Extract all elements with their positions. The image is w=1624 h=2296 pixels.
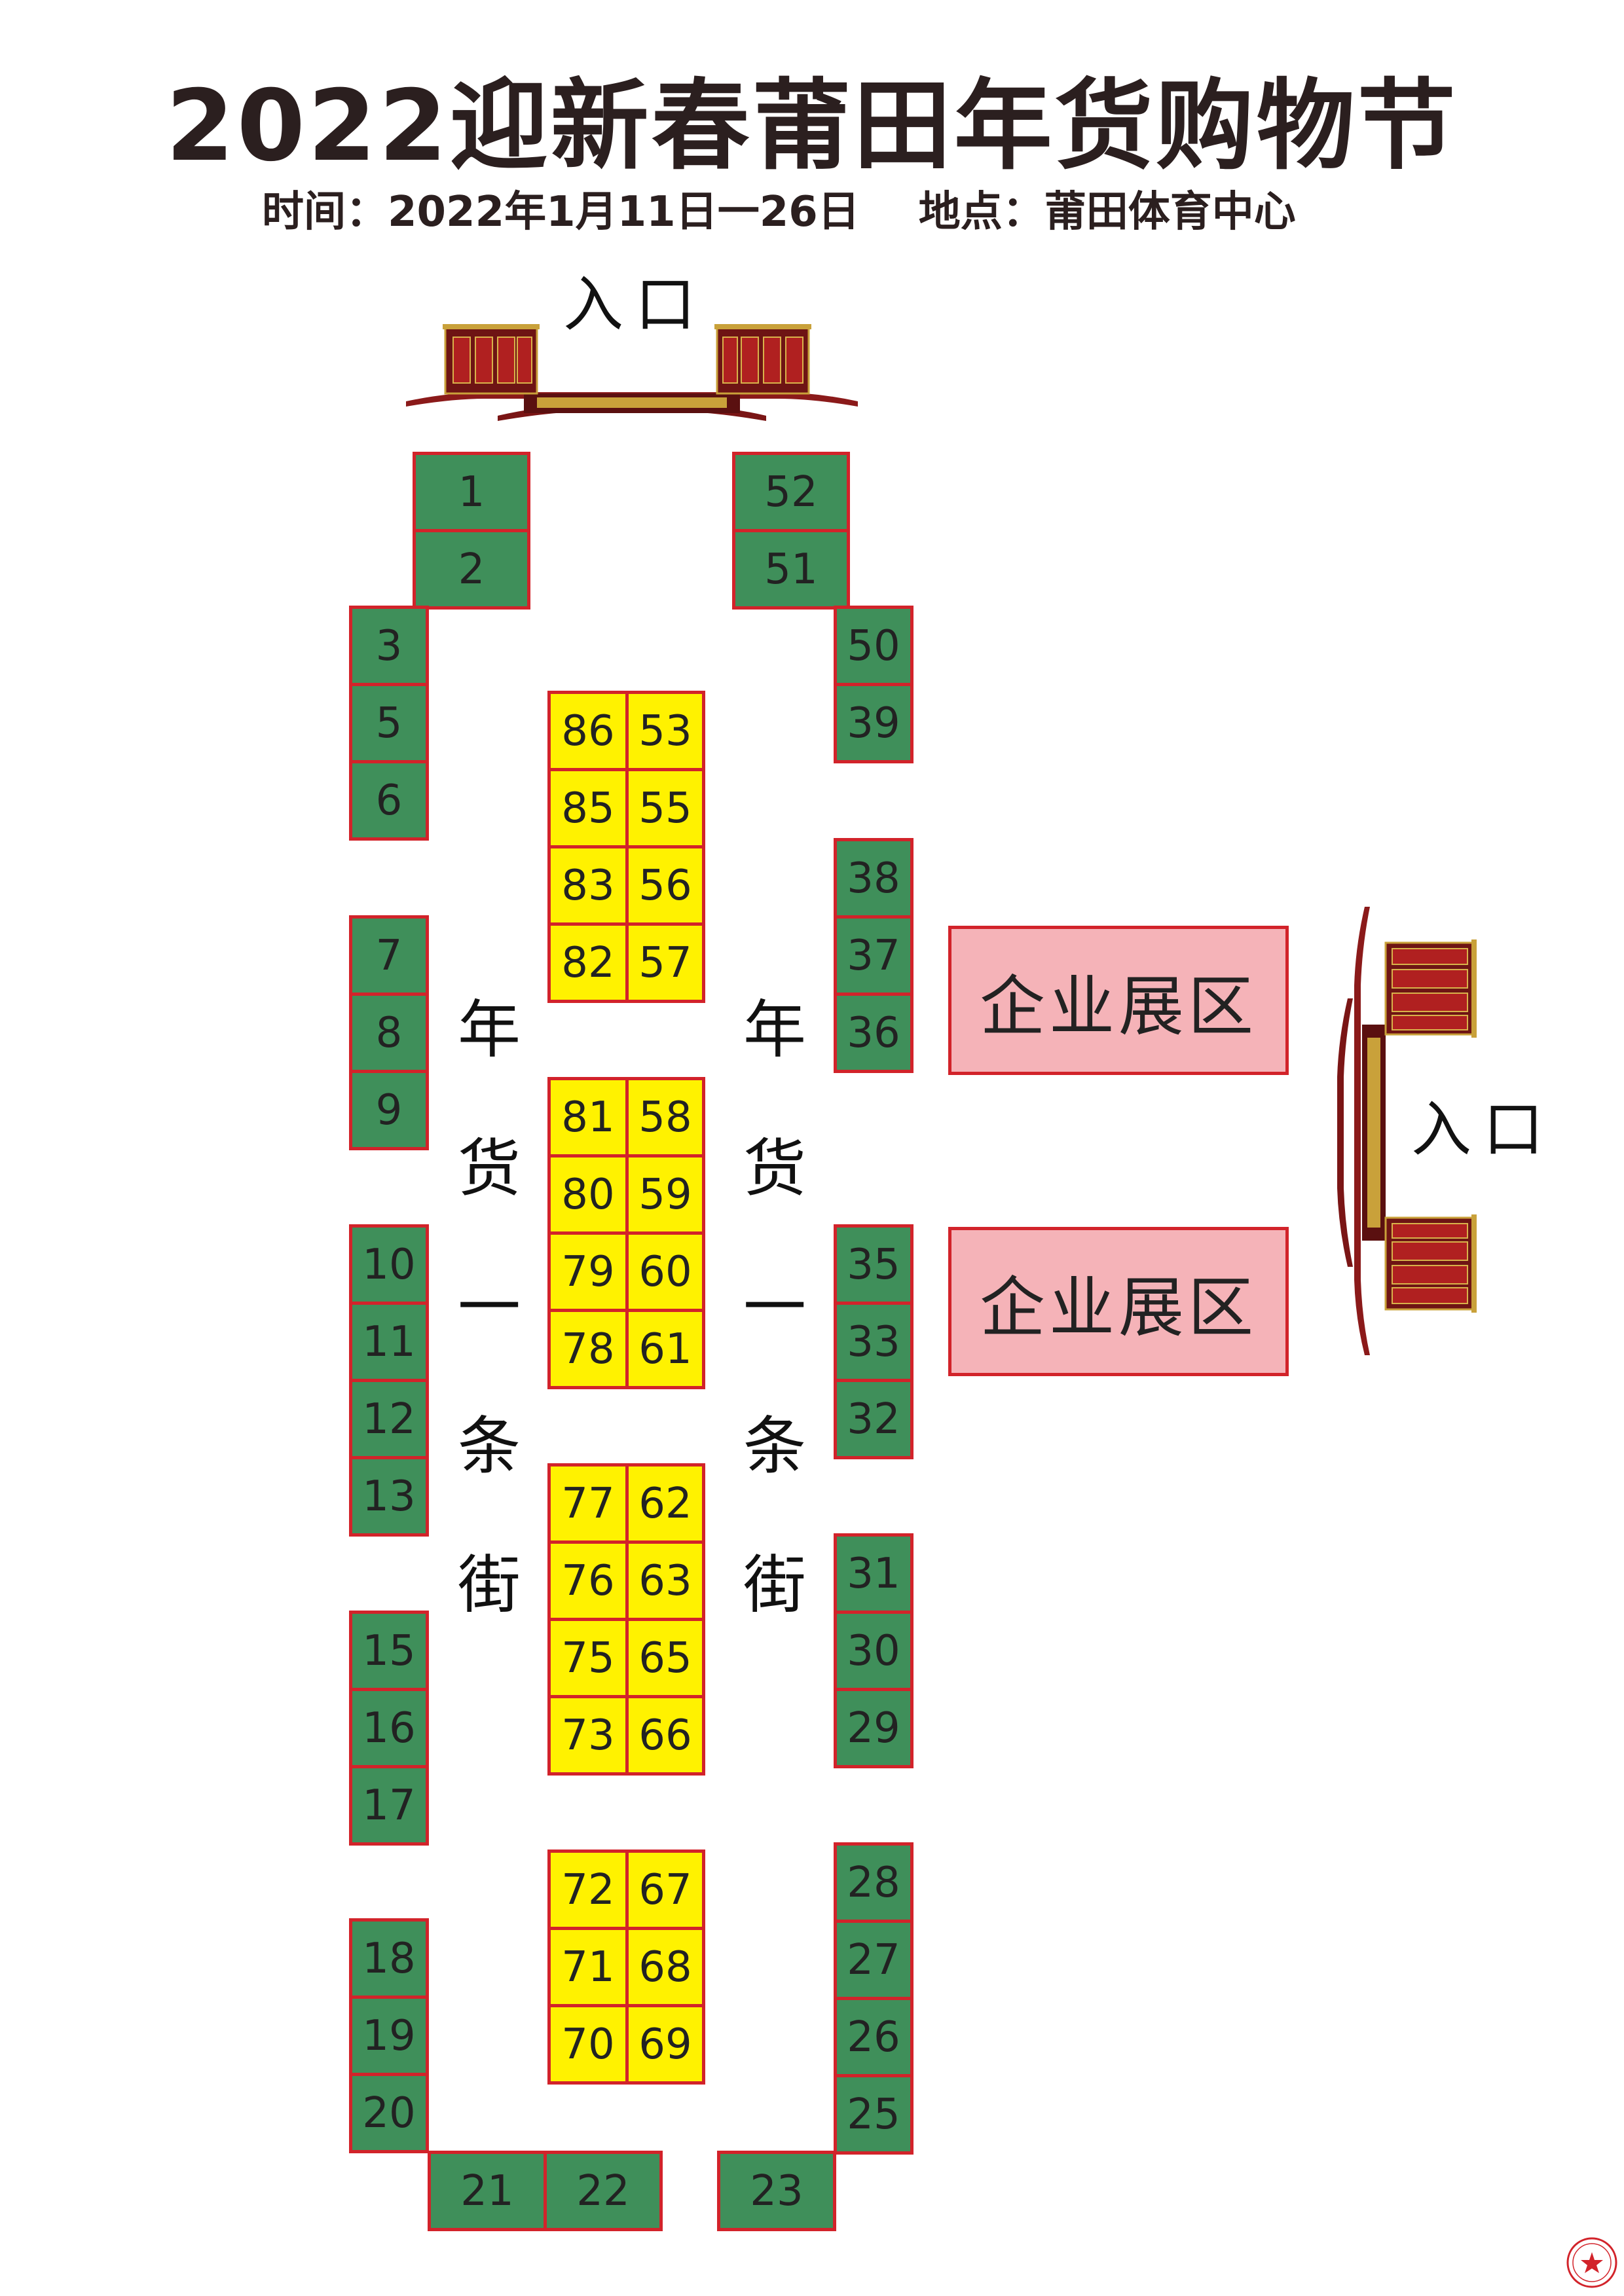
booth-28: 28	[834, 1842, 913, 1923]
booth-55: 55	[625, 768, 705, 848]
booth-63: 63	[625, 1540, 705, 1621]
booth-59: 59	[625, 1154, 705, 1235]
booth-5: 5	[349, 683, 429, 763]
booth-72: 72	[547, 1850, 629, 1930]
street-char: 一	[458, 1271, 521, 1344]
booth-80: 80	[547, 1154, 629, 1235]
booth-36: 36	[834, 993, 913, 1073]
booth-69: 69	[625, 2004, 705, 2085]
page-title: 2022迎新春莆田年货购物节	[166, 69, 1458, 183]
booth-75: 75	[547, 1618, 629, 1698]
booth-17: 17	[349, 1765, 429, 1846]
street-char: 街	[743, 1548, 806, 1622]
booth-32: 32	[834, 1379, 913, 1459]
street-char: 年	[743, 993, 806, 1066]
booth-8: 8	[349, 993, 429, 1073]
entrance-label-right: 入口	[1411, 1095, 1556, 1165]
booth-30: 30	[834, 1611, 913, 1691]
booth-20: 20	[349, 2073, 429, 2153]
street-label-left: 年 货 一 条 街	[453, 998, 525, 1692]
booth-1: 1	[413, 452, 530, 532]
street-label-right: 年 货 一 条 街	[739, 998, 811, 1692]
street-char: 条	[743, 1410, 806, 1483]
booth-73: 73	[547, 1695, 629, 1776]
booth-9: 9	[349, 1070, 429, 1150]
booth-62: 62	[625, 1463, 705, 1544]
booth-2: 2	[413, 529, 530, 610]
booth-6: 6	[349, 760, 429, 841]
red-star-stamp-icon	[1566, 2237, 1617, 2288]
booth-12: 12	[349, 1379, 429, 1459]
booth-86: 86	[547, 691, 629, 771]
enterprise-zone-lower: 企业展区	[948, 1227, 1289, 1376]
street-char: 货	[458, 1132, 521, 1205]
booth-27: 27	[834, 1920, 913, 2000]
street-char: 一	[743, 1271, 806, 1344]
street-char: 街	[458, 1548, 521, 1622]
booth-77: 77	[547, 1463, 629, 1544]
event-time: 时间：2022年1月11日一26日	[262, 188, 860, 236]
booth-57: 57	[625, 922, 705, 1003]
booth-19: 19	[349, 1995, 429, 2076]
booth-56: 56	[625, 845, 705, 926]
booth-37: 37	[834, 915, 913, 996]
gate-top-icon	[406, 324, 858, 421]
event-place: 地点：莆田体育中心	[918, 188, 1296, 236]
booth-81: 81	[547, 1077, 629, 1157]
booth-53: 53	[625, 691, 705, 771]
booth-23: 23	[717, 2151, 836, 2231]
booth-31: 31	[834, 1533, 913, 1614]
street-char: 货	[743, 1132, 806, 1205]
booth-70: 70	[547, 2004, 629, 2085]
booth-67: 67	[625, 1850, 705, 1930]
street-char: 条	[458, 1410, 521, 1483]
enterprise-zone-upper: 企业展区	[948, 926, 1289, 1075]
booth-39: 39	[834, 683, 913, 763]
entrance-label-top: 入口	[563, 270, 708, 340]
booth-22: 22	[544, 2151, 663, 2231]
booth-33: 33	[834, 1302, 913, 1382]
booth-18: 18	[349, 1918, 429, 1999]
booth-7: 7	[349, 915, 429, 996]
booth-25: 25	[834, 2074, 913, 2155]
booth-26: 26	[834, 1997, 913, 2077]
booth-76: 76	[547, 1540, 629, 1621]
event-info: 时间：2022年1月11日一26日 地点：莆田体育中心	[262, 191, 1296, 233]
booth-21: 21	[428, 2151, 547, 2231]
booth-61: 61	[625, 1309, 705, 1389]
booth-85: 85	[547, 768, 629, 848]
booth-50: 50	[834, 606, 913, 686]
booth-52: 52	[732, 452, 850, 532]
booth-65: 65	[625, 1618, 705, 1698]
booth-10: 10	[349, 1224, 429, 1305]
booth-38: 38	[834, 838, 913, 919]
gate-right-icon	[1337, 907, 1477, 1355]
booth-68: 68	[625, 1927, 705, 2007]
booth-29: 29	[834, 1688, 913, 1768]
booth-78: 78	[547, 1309, 629, 1389]
booth-82: 82	[547, 922, 629, 1003]
booth-58: 58	[625, 1077, 705, 1157]
booth-15: 15	[349, 1611, 429, 1691]
booth-60: 60	[625, 1231, 705, 1312]
booth-51: 51	[732, 529, 850, 610]
booth-66: 66	[625, 1695, 705, 1776]
booth-3: 3	[349, 606, 429, 686]
booth-79: 79	[547, 1231, 629, 1312]
booth-71: 71	[547, 1927, 629, 2007]
booth-16: 16	[349, 1688, 429, 1768]
booth-13: 13	[349, 1456, 429, 1537]
booth-11: 11	[349, 1302, 429, 1382]
booth-35: 35	[834, 1224, 913, 1305]
booth-83: 83	[547, 845, 629, 926]
street-char: 年	[458, 993, 521, 1066]
